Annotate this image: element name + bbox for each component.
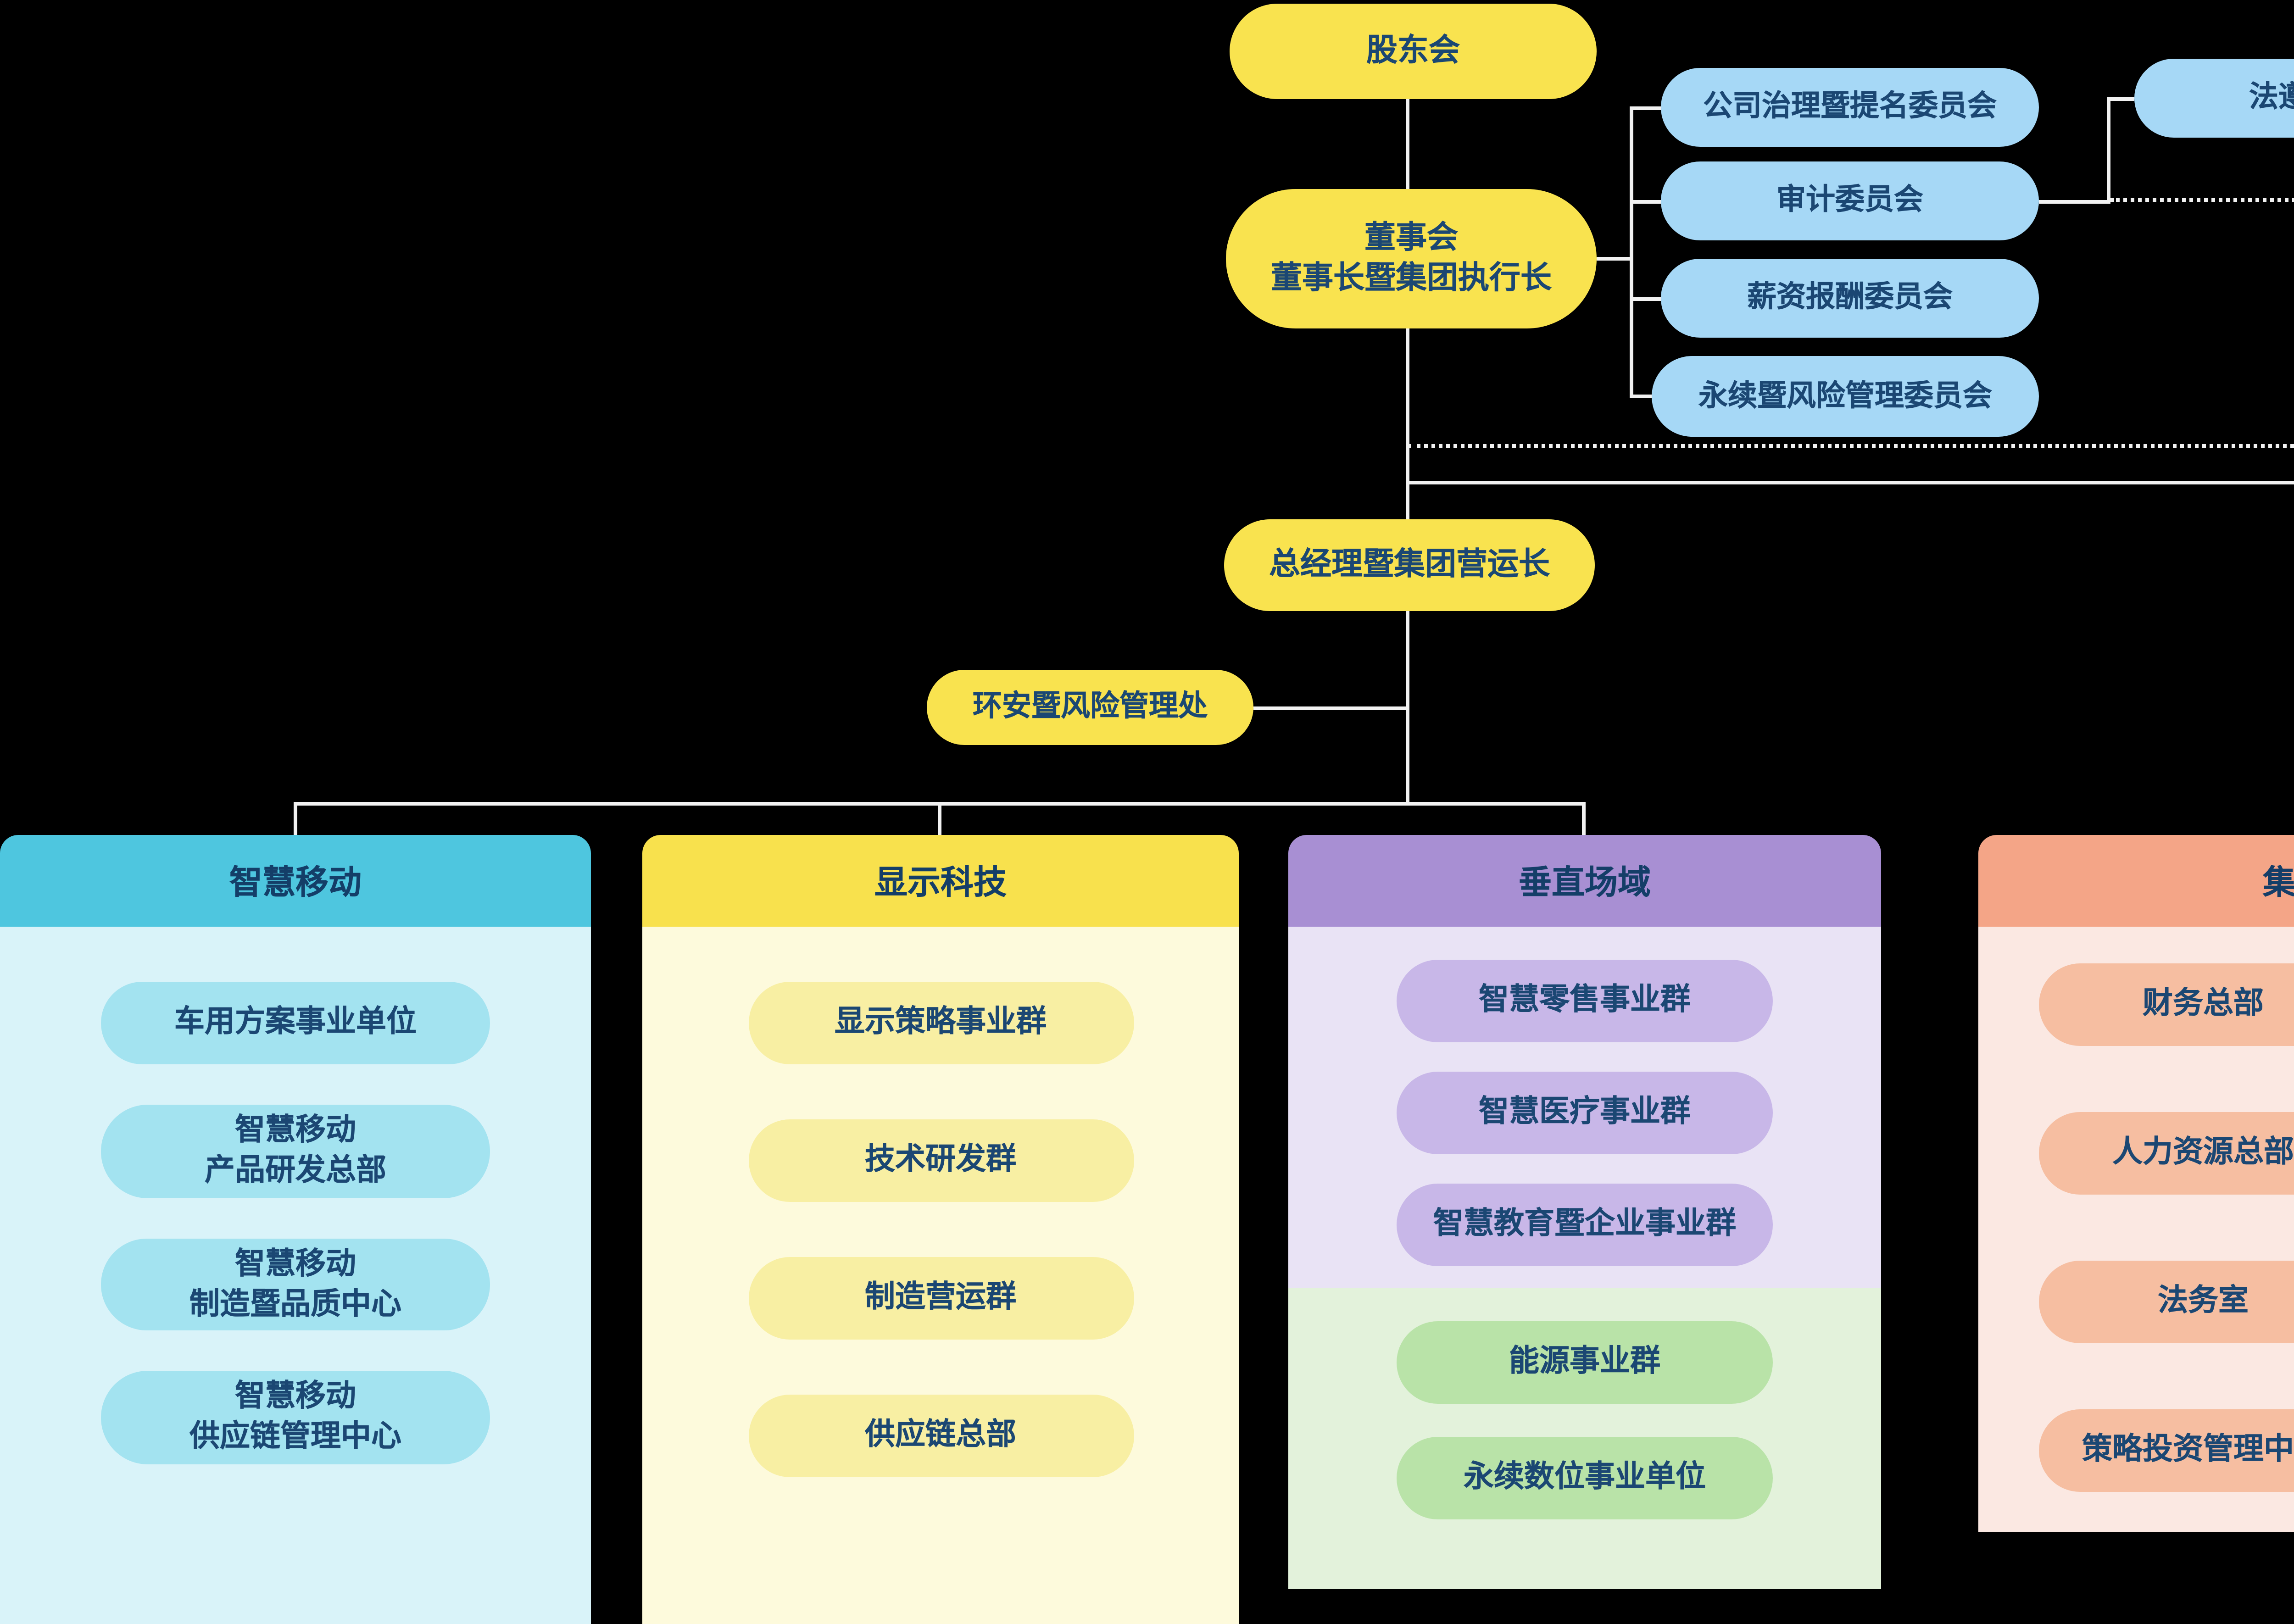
org-unit-mobility-supply-chain: 智慧移动 供应链管理中心	[101, 1371, 490, 1464]
connector-shareholders-board	[1406, 99, 1409, 189]
org-unit-display-strategy: 显示策略事业群	[748, 982, 1133, 1064]
card-display-tech: 显示科技 显示策略事业群 技术研发群 制造营运群 供应链总部	[642, 835, 1239, 1624]
connector-division-1	[294, 802, 297, 835]
connector-division-3	[1582, 802, 1586, 835]
gm-coo-node: 总经理暨集团营运长	[1224, 519, 1595, 611]
connector-committee-1	[1630, 106, 1661, 110]
org-unit-legal-office: 法务室	[2038, 1261, 2294, 1343]
org-unit-strategic-investment: 策略投资管理中心	[2038, 1409, 2294, 1492]
org-chart: 股东会 董事会 董事长暨集团执行长 公司治理暨提名委员会 审计委员会 薪资报酬委…	[0, 4, 2294, 1624]
card-display-tech-title: 显示科技	[642, 835, 1239, 927]
board-node: 董事会 董事长暨集团执行长	[1226, 189, 1597, 328]
committee-governance-node: 公司治理暨提名委员会	[1661, 68, 2039, 147]
shareholders-node: 股东会	[1230, 4, 1597, 99]
ehs-risk-node: 环安暨风险管理处	[927, 670, 1253, 745]
card-smart-mobility-title: 智慧移动	[0, 835, 591, 927]
connector-gm-divisions	[1406, 611, 1409, 804]
connector-board-gm	[1406, 328, 1409, 519]
org-unit-smart-education-enterprise: 智慧教育暨企业事业群	[1397, 1184, 1773, 1266]
org-unit-finance-hq: 财务总部	[2038, 963, 2294, 1046]
connector-committee-4	[1630, 395, 1661, 398]
chief-compliance-node: 法遵总顾问	[2134, 59, 2294, 138]
org-unit-sustainable-digital: 永续数位事业单位	[1397, 1437, 1773, 1519]
card-smart-mobility-body: 车用方案事业单位 智慧移动 产品研发总部 智慧移动 制造暨品质中心 智慧移动 供…	[0, 927, 591, 1624]
org-unit-energy: 能源事业群	[1397, 1321, 1773, 1404]
card-group-support-body: 财务总部 数位技术发展总部 人力资源总部 永续发展总部 法务室 投资人关系室 策…	[1978, 927, 2294, 1532]
org-unit-supply-chain-hq: 供应链总部	[748, 1395, 1133, 1477]
card-vertical-domains-green-body: 能源事业群 永续数位事业单位	[1288, 1288, 1881, 1589]
connector-audit-compliance-h	[2039, 200, 2110, 204]
card-group-support-title: 集团营运支援单位	[1978, 835, 2294, 927]
org-unit-hr-hq: 人力资源总部	[2038, 1112, 2294, 1195]
org-unit-mobility-mfg-quality: 智慧移动 制造暨品质中心	[101, 1238, 490, 1331]
org-unit-smart-retail: 智慧零售事业群	[1397, 960, 1773, 1042]
connector-board-bracket	[1597, 257, 1631, 261]
connector-audit-compliance-v	[2107, 97, 2110, 204]
dotted-compliance-board-line	[1408, 444, 2294, 448]
org-unit-tech-rd: 技术研发群	[748, 1119, 1133, 1202]
card-smart-mobility: 智慧移动 车用方案事业单位 智慧移动 产品研发总部 智慧移动 制造暨品质中心 智…	[0, 835, 591, 1624]
card-vertical-domains: 垂直场域 智慧零售事业群 智慧医疗事业群 智慧教育暨企业事业群	[1288, 835, 1881, 1321]
committee-sustainability-risk-node: 永续暨风险管理委员会	[1652, 356, 2039, 437]
dotted-audit-right	[2110, 198, 2294, 202]
card-group-support: 集团营运支援单位 财务总部 数位技术发展总部 人力资源总部 永续发展总部 法务室…	[1978, 835, 2294, 1532]
card-vertical-domains-green: 能源事业群 永续数位事业单位	[1288, 1288, 1881, 1589]
connector-support-branch-h	[1408, 481, 2294, 484]
committee-audit-node: 审计委员会	[1661, 161, 2039, 240]
connector-division-2	[938, 802, 941, 835]
committee-compensation-node: 薪资报酬委员会	[1661, 259, 2039, 338]
connector-committee-2	[1630, 200, 1661, 204]
org-unit-smart-medical: 智慧医疗事业群	[1397, 1072, 1773, 1154]
connector-committee-3	[1630, 297, 1661, 301]
org-unit-mfg-operations: 制造营运群	[748, 1257, 1133, 1340]
card-display-tech-body: 显示策略事业群 技术研发群 制造营运群 供应链总部	[642, 927, 1239, 1624]
org-unit-automotive-solutions: 车用方案事业单位	[101, 982, 490, 1064]
connector-audit-compliance-h2	[2107, 97, 2134, 101]
connector-committee-bracket	[1630, 106, 1633, 398]
connector-ehs	[1253, 706, 1408, 710]
card-vertical-domains-title: 垂直场域	[1288, 835, 1881, 927]
org-unit-mobility-rd: 智慧移动 产品研发总部	[101, 1105, 490, 1198]
card-vertical-domains-body: 智慧零售事业群 智慧医疗事业群 智慧教育暨企业事业群	[1288, 927, 1881, 1321]
